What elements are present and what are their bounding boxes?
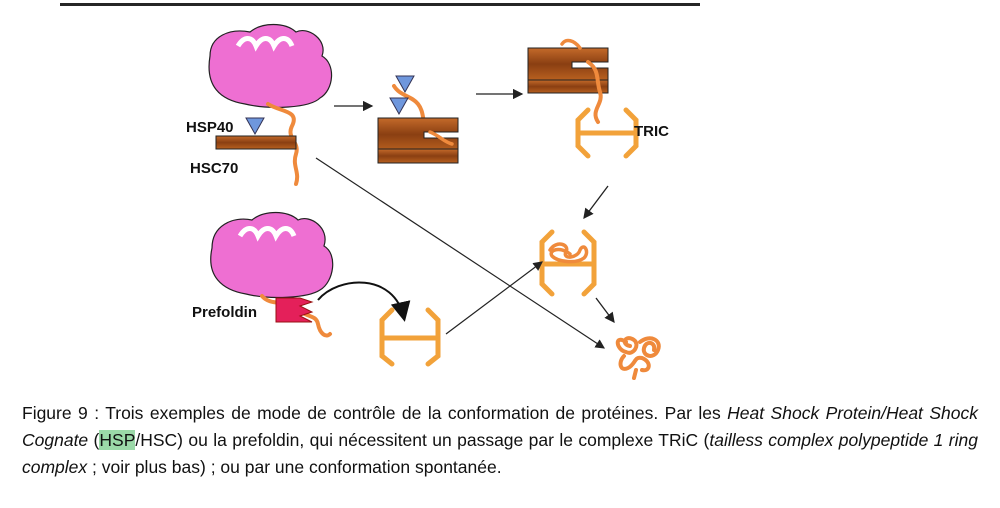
ribosome-bottom — [210, 211, 334, 299]
arrow-spontaneous — [315, 157, 606, 349]
protein-folding-diagram: HSP40 HSC70 TRIC — [186, 23, 669, 380]
tric-folding — [539, 229, 597, 297]
hsc70-complex — [377, 75, 459, 164]
hsc70-label: HSC70 — [190, 160, 238, 177]
highlighted-hsp: HSP — [99, 430, 136, 450]
arrow-tric-to-folding — [583, 185, 609, 220]
folded-protein — [615, 336, 661, 380]
figure-caption: Figure 9 : Trois exemples de mode de con… — [22, 403, 978, 477]
tric-open-bottom — [379, 307, 441, 367]
hsc70-bar — [215, 135, 297, 150]
ribosome-top — [208, 23, 333, 108]
arrow-tric-to-folded — [595, 297, 615, 324]
tric-label: TRIC — [634, 123, 669, 140]
hsp40-label: HSP40 — [186, 119, 234, 136]
arrow-prefoldin-to-tric — [317, 281, 411, 322]
cropped-text-line — [0, 0, 1000, 6]
hsp40-triangle — [245, 117, 265, 136]
prefoldin-shape — [275, 297, 314, 323]
tric-open-top — [575, 107, 639, 159]
arrow-prefoldin-tric-to-folding — [445, 261, 543, 335]
prefoldin-label: Prefoldin — [192, 304, 257, 321]
hsc70-complex-2 — [527, 38, 609, 124]
